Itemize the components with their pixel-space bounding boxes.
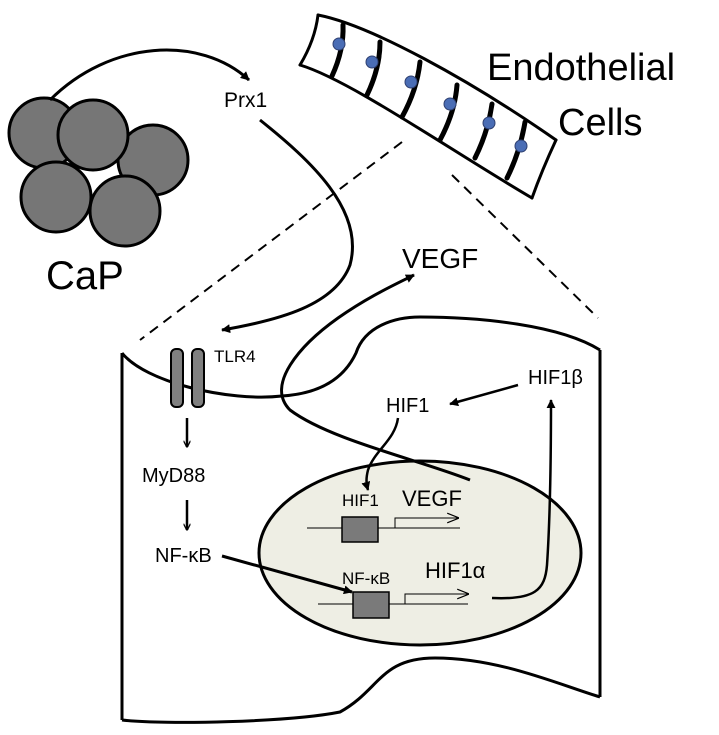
myd88-label: MyD88 [142,465,205,487]
vegf-gene: HIF1 VEGF [307,486,462,543]
cancer-cell [19,160,93,234]
vegf-secretion-arrow [280,273,471,482]
tlr4-label: TLR4 [214,347,256,366]
endothelial-nucleus [404,75,418,89]
cancer-cell [56,98,130,172]
tlr4-receptor-subunit [191,348,205,408]
hif1a-gene: NF-κB HIF1α [318,558,486,619]
gene-hif1a-label: HIF1α [425,558,486,583]
prx1-label: Prx1 [224,89,267,112]
vegf-transcription-arrow [394,518,458,528]
endothelial-nucleus [514,139,528,153]
hif1b-label: HIF1β [528,367,583,389]
nfkb-label: NF-κB [155,545,212,567]
endothelial-label-line2: Cells [558,102,642,144]
hif1b-to-hif1-arrow [449,383,519,407]
prx1-to-tlr4-arrow [221,118,354,334]
endothelial-cell-strip [298,13,558,200]
hif1-label: HIF1 [386,395,429,417]
nfkb-response-element [352,591,390,619]
endothelial-nuclei [332,37,528,153]
hif1-response-element [341,516,379,543]
gene-nfkb-label: NF-κB [342,569,390,588]
zoom-dashed-line-left [139,141,403,341]
hif1-to-promoter-arrow [361,417,400,491]
cap-to-prx1-arrow [48,48,251,102]
gene-vegf-label: VEGF [402,486,462,511]
hif1a-to-hif1b-arrow [491,399,556,600]
nfkb-to-promoter-arrow [221,554,353,595]
endothelial-nucleus [332,37,346,51]
endothelial-nucleus [365,55,379,69]
tlr4-receptor-subunit [170,348,184,408]
gene-hif1-label: HIF1 [342,491,379,510]
zoom-dashed-line-right [451,174,599,319]
vegf-secreted-label: VEGF [402,243,478,274]
cap-label: CaP [46,254,124,298]
endothelial-nucleus [443,97,457,111]
endothelial-cell-outline [120,315,602,724]
cancer-cell-cluster [7,96,190,248]
endothelial-nucleus [482,116,496,130]
cancer-cell [88,174,162,248]
tlr4-receptor [170,348,205,408]
endothelial-label-line1: Endothelial [487,47,675,89]
hif1a-transcription-arrow [404,594,468,604]
